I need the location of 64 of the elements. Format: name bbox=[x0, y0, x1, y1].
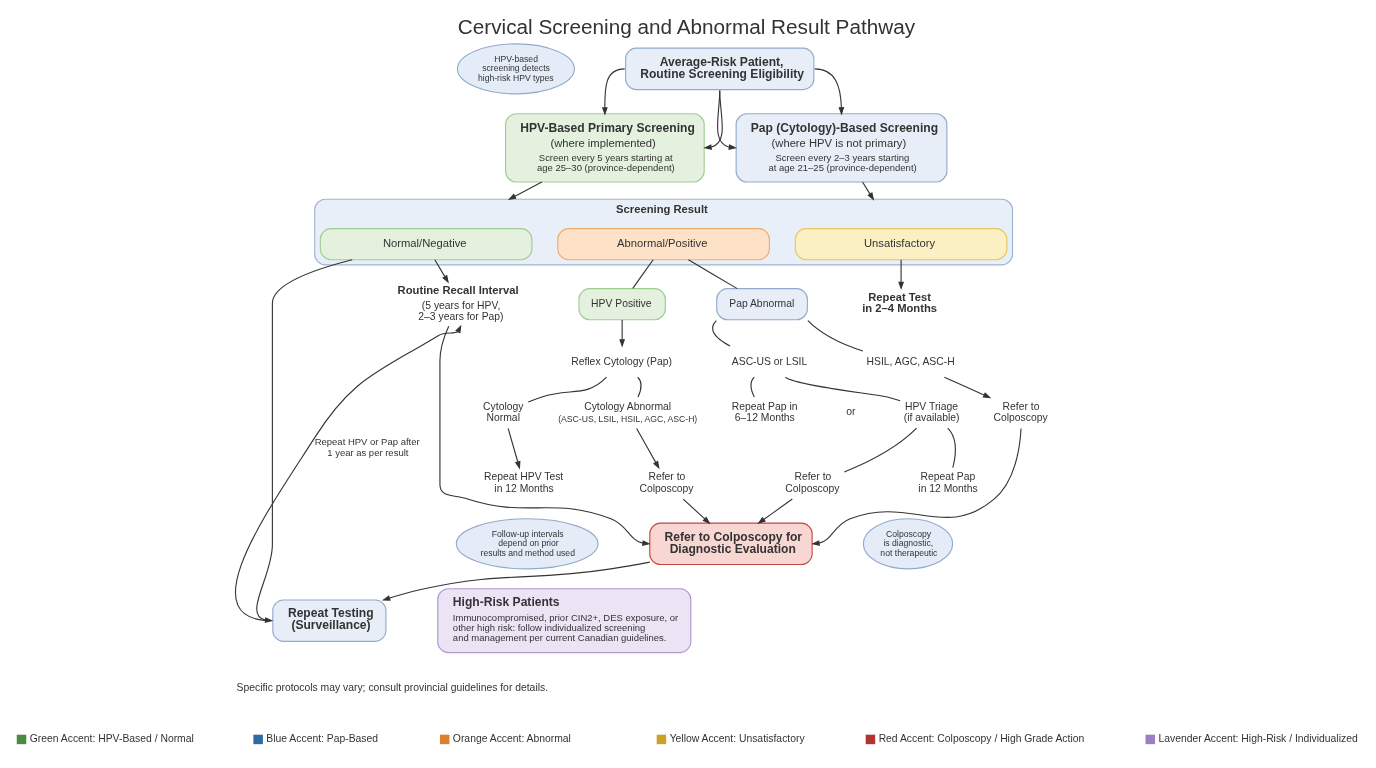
node-box: Unsatisfactory bbox=[794, 227, 1008, 260]
legend-label: Yellow Accent: Unsatisfactory bbox=[669, 732, 805, 744]
connector bbox=[527, 376, 608, 403]
arrow bbox=[601, 67, 626, 115]
node-box: Abnormal/Positive bbox=[557, 227, 770, 260]
arrow bbox=[619, 318, 626, 347]
label: or bbox=[846, 405, 856, 417]
legend-label: Blue Accent: Pap-Based bbox=[266, 732, 379, 744]
connector bbox=[947, 427, 956, 468]
node-text: ASC-US or LSIL bbox=[731, 355, 808, 367]
connector bbox=[784, 376, 901, 401]
node-text: HSIL, AGC, ASC-H bbox=[866, 355, 955, 367]
node-box: Pap (Cytology)-Based Screening (where HPV is not primary) Screen every 2–3 years starting at age 21–25 (province-dependent) bbox=[735, 112, 948, 183]
connector bbox=[843, 427, 918, 472]
arrow bbox=[507, 181, 543, 200]
node-ellipse: HPV-based screening detects high-risk HPV types bbox=[456, 42, 575, 94]
edge-label: Repeat HPV or Pap after 1 year as per result bbox=[314, 435, 420, 458]
arrow bbox=[757, 498, 793, 524]
legend-label: Lavender Accent: High-Risk / Individualized bbox=[1158, 732, 1358, 744]
node-box: High-Risk Patients Immunocompromised, prior CIN2+, DES exposure, or other high risk: follow individualized screening and management per current Canadian guidelines. bbox=[437, 587, 692, 653]
arrow bbox=[943, 376, 992, 398]
node-text: Routine Recall Interval (5 years for HPV, 2–3 years for Pap) bbox=[397, 283, 519, 322]
arrow bbox=[507, 427, 521, 469]
node-text: HPV Triage (if available) bbox=[903, 400, 960, 423]
node-box: Normal/Negative bbox=[319, 227, 533, 260]
node-text: Repeat Test in 2–4 Months bbox=[862, 290, 938, 314]
legend-label: Orange Accent: Abnormal bbox=[452, 732, 571, 744]
arrow bbox=[636, 427, 660, 469]
connector bbox=[687, 258, 738, 289]
arrow bbox=[898, 258, 904, 290]
arrow bbox=[682, 498, 711, 524]
node-text: Repeat Pap in 12 Months bbox=[918, 470, 978, 494]
node-text: Refer to Colposcopy bbox=[785, 470, 840, 494]
arrow bbox=[861, 181, 875, 201]
node-text: Reflex Cytology (Pap) bbox=[571, 355, 672, 367]
connector bbox=[632, 258, 654, 289]
node-box: HPV Positive bbox=[578, 287, 666, 320]
node-ellipse: Follow-up intervals depend on prior results and method used bbox=[455, 517, 599, 569]
node-text: Refer to Colposcopy bbox=[993, 400, 1048, 423]
node-box: Pap Abnormal bbox=[716, 287, 808, 320]
arrow bbox=[811, 427, 1022, 546]
arrow bbox=[814, 67, 845, 115]
arrow bbox=[439, 325, 651, 546]
node-ellipse: Colposcopy is diagnostic, not therapeutic bbox=[862, 517, 954, 569]
node-text: Cytology Normal bbox=[483, 400, 524, 423]
arrow bbox=[716, 89, 737, 150]
node-box: Refer to Colposcopy for Diagnostic Evaluation bbox=[649, 522, 813, 565]
label: Specific protocols may vary; consult provincial guidelines for details. bbox=[236, 681, 549, 693]
node-text: Cytology Abnormal (ASC-US, LSIL, HSIL, AGC, ASC-H) bbox=[558, 400, 698, 424]
node-box: Repeat Testing (Surveillance) bbox=[272, 598, 387, 642]
node-text: Refer to Colposcopy bbox=[639, 470, 694, 494]
node-text: Repeat Pap in 6–12 Months bbox=[731, 400, 798, 423]
node-box: Average-Risk Patient, Routine Screening Eligibility bbox=[625, 47, 815, 90]
node-box: HPV-Based Primary Screening (where implemented) Screen every 5 years starting at age 25–30 (province-dependent) bbox=[505, 112, 705, 183]
node-text: Repeat HPV Test in 12 Months bbox=[483, 470, 564, 494]
diagram-title: Cervical Screening and Abnormal Result Pathway bbox=[457, 14, 916, 38]
connector bbox=[807, 319, 864, 351]
connector bbox=[750, 376, 755, 398]
connector bbox=[637, 376, 642, 397]
arrow bbox=[434, 258, 449, 283]
legend-label: Green Accent: HPV-Based / Normal bbox=[29, 732, 194, 744]
legend-label: Red Accent: Colposcopy / High Grade Action bbox=[878, 732, 1085, 744]
arrow bbox=[382, 561, 651, 601]
connector bbox=[712, 319, 731, 347]
